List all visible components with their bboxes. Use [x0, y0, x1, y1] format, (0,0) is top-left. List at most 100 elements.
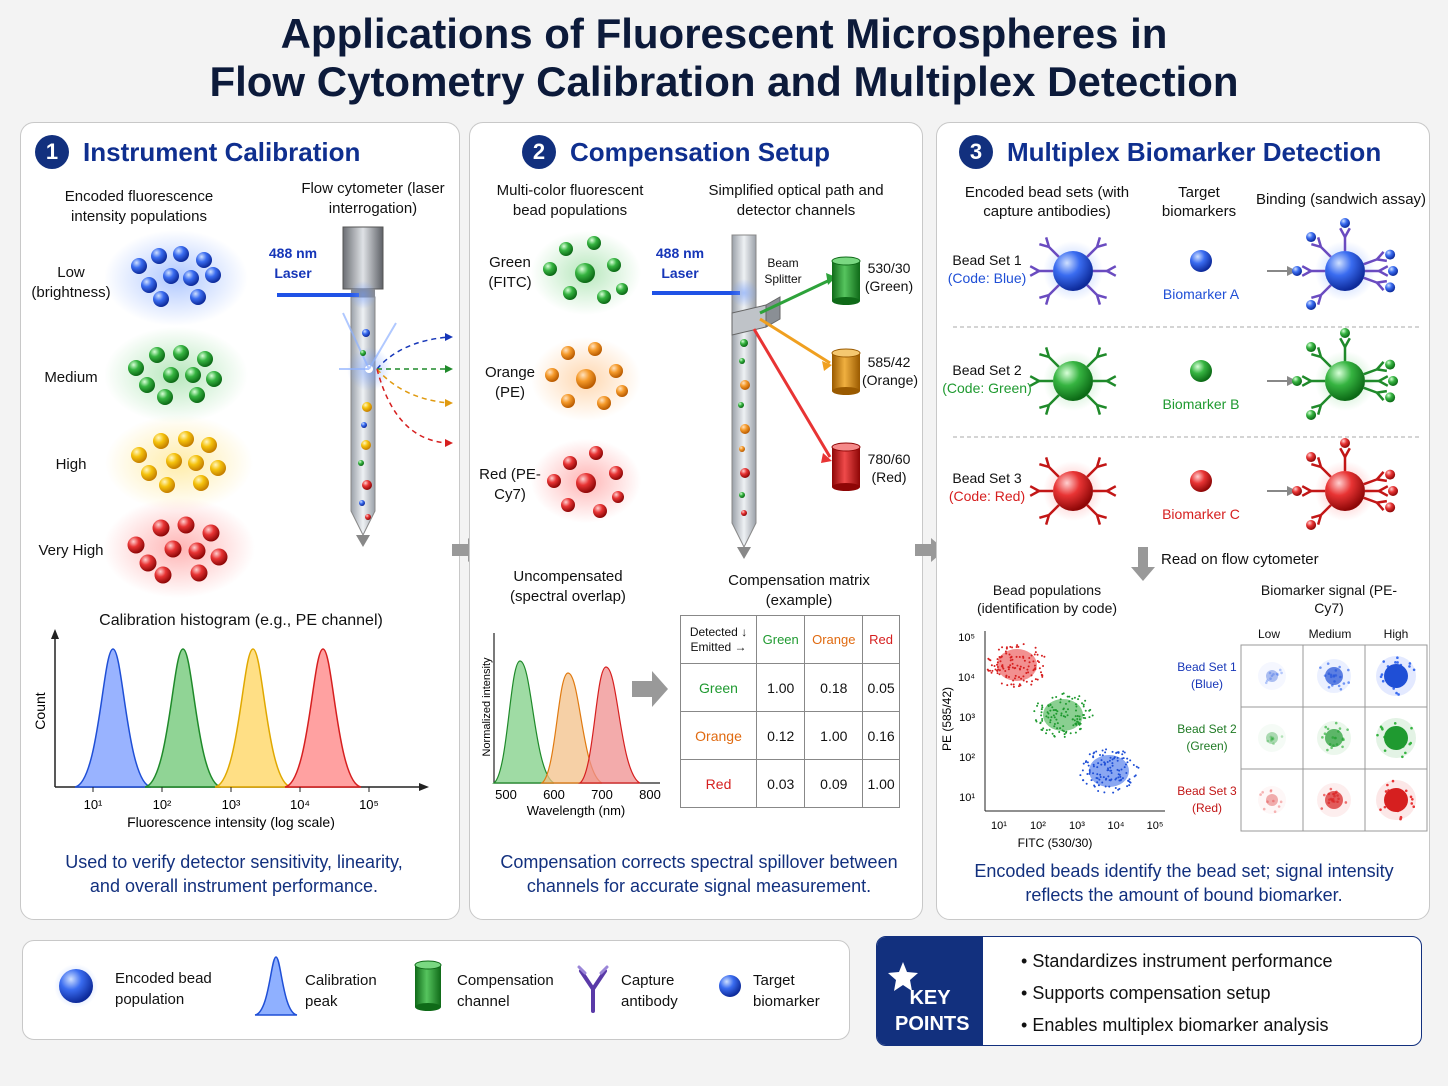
- event-dot: [1073, 719, 1076, 722]
- event-dot: [1078, 715, 1081, 718]
- antibody-arm: [1311, 242, 1322, 249]
- event-dot: [1018, 683, 1021, 686]
- signal-cell: [1240, 768, 1304, 832]
- event-dot: [1099, 776, 1102, 779]
- bound-biomarker: [1388, 486, 1398, 496]
- event-dot: [1088, 753, 1091, 756]
- signal-dot: [1322, 793, 1326, 797]
- key-points-title: KEY POINTS: [895, 987, 970, 1035]
- event-dot: [1118, 787, 1121, 790]
- event-dot: [1036, 653, 1039, 656]
- signal-row-3: Bead Set 3 (Red): [1177, 784, 1237, 815]
- antibody-stem: [1048, 356, 1060, 368]
- event-dot: [1082, 762, 1085, 765]
- event-dot: [1045, 715, 1048, 718]
- antibody-arm: [1378, 379, 1389, 387]
- event-dot: [1013, 677, 1016, 680]
- biomarker-b-label: Biomarker B: [1162, 396, 1240, 412]
- event-dot: [1112, 791, 1115, 794]
- signal-dot: [1270, 737, 1274, 740]
- spectra-ylabel: Normalized intensity: [481, 657, 493, 757]
- antibody-arm: [1376, 279, 1388, 284]
- antibody-arm: [1378, 269, 1389, 277]
- event-dot: [1010, 683, 1013, 686]
- signal-dot: [1326, 662, 1330, 665]
- event-dot: [998, 669, 1001, 672]
- bead-set-row: [1029, 438, 1398, 530]
- event-dot: [1078, 718, 1081, 721]
- event-dot: [1126, 761, 1129, 764]
- event-dot: [991, 669, 994, 672]
- event-dot: [1027, 671, 1030, 674]
- antibody-arm: [1316, 514, 1323, 525]
- antibody-arm: [1029, 265, 1040, 273]
- event-dot: [1060, 714, 1063, 717]
- signal-dot: [1347, 681, 1350, 684]
- target-biomarker: [1190, 360, 1212, 382]
- signal-dot: [1344, 801, 1348, 804]
- signal-dot: [1397, 693, 1400, 696]
- event-dot: [1059, 698, 1062, 701]
- event-dot: [1041, 729, 1044, 732]
- signal-dot: [1408, 742, 1411, 746]
- event-dot: [1033, 664, 1036, 667]
- event-dot: [1009, 659, 1012, 662]
- antibody-arm: [1029, 379, 1040, 387]
- panel3-caption: Encoded beads identify the bead set; sig…: [974, 861, 1394, 905]
- signal-dot: [1269, 790, 1273, 793]
- bound-biomarker: [1306, 452, 1317, 463]
- signal-dot: [1329, 787, 1333, 791]
- signal-dot: [1320, 807, 1324, 810]
- event-dot: [1110, 769, 1113, 772]
- event-dot: [1087, 764, 1090, 767]
- matrix-cell: 1.00: [804, 711, 864, 760]
- key-points: KEY POINTS • Standardizes instrument per…: [876, 936, 1422, 1046]
- antibody-arm: [1378, 489, 1389, 497]
- signal-bead: [1266, 732, 1278, 744]
- antibody-stem: [1363, 368, 1378, 376]
- antibody-stem: [1363, 496, 1378, 504]
- event-dot: [1042, 665, 1045, 668]
- event-dot: [996, 658, 999, 661]
- event-dot: [1082, 705, 1085, 708]
- panel-multiplex-detection: 3 Multiplex Biomarker Detection Encoded …: [936, 122, 1430, 920]
- peak-icon: [254, 956, 298, 1016]
- antibody-arm: [1095, 404, 1102, 415]
- panel2-caption: Compensation corrects spectral spillover…: [500, 852, 898, 896]
- level-low: Low (brightness): [31, 264, 111, 301]
- event-dot: [1066, 708, 1069, 711]
- calibration-peak: [284, 648, 362, 788]
- event-dot: [1092, 755, 1095, 758]
- signal-dot: [1408, 665, 1411, 668]
- event-dot: [1017, 645, 1020, 648]
- event-dot: [1100, 759, 1103, 762]
- bound-biomarker: [1306, 232, 1317, 243]
- event-dot: [1076, 714, 1079, 717]
- signal-dot: [1338, 727, 1342, 730]
- antibody-arm: [1376, 478, 1388, 483]
- event-dot: [1012, 685, 1015, 688]
- event-dot: [1004, 650, 1007, 653]
- bead-set-row: [1029, 328, 1398, 420]
- antibody-stem: [1363, 478, 1378, 486]
- event-dot: [1032, 660, 1035, 663]
- event-dot: [1043, 655, 1046, 658]
- antibody-arm: [1039, 293, 1050, 300]
- event-dot: [1051, 696, 1054, 699]
- signal-dot: [1319, 666, 1322, 669]
- antibody-stem: [1363, 258, 1378, 266]
- event-dot: [1063, 733, 1066, 736]
- event-dot: [1053, 722, 1056, 725]
- table-row: Green 1.00 0.18 0.05: [679, 663, 900, 712]
- event-dot: [1048, 728, 1051, 731]
- key-point-item: • Standardizes instrument performance: [1021, 951, 1333, 971]
- event-dot: [993, 665, 996, 668]
- scatter-heading: Bead populations (identification by code…: [976, 582, 1118, 616]
- event-dot: [1039, 671, 1042, 674]
- signal-dot: [1323, 732, 1327, 736]
- event-dot: [986, 668, 989, 671]
- event-dot: [1082, 714, 1085, 717]
- antibody-arm: [1106, 265, 1117, 273]
- antibody-arm: [1044, 347, 1051, 358]
